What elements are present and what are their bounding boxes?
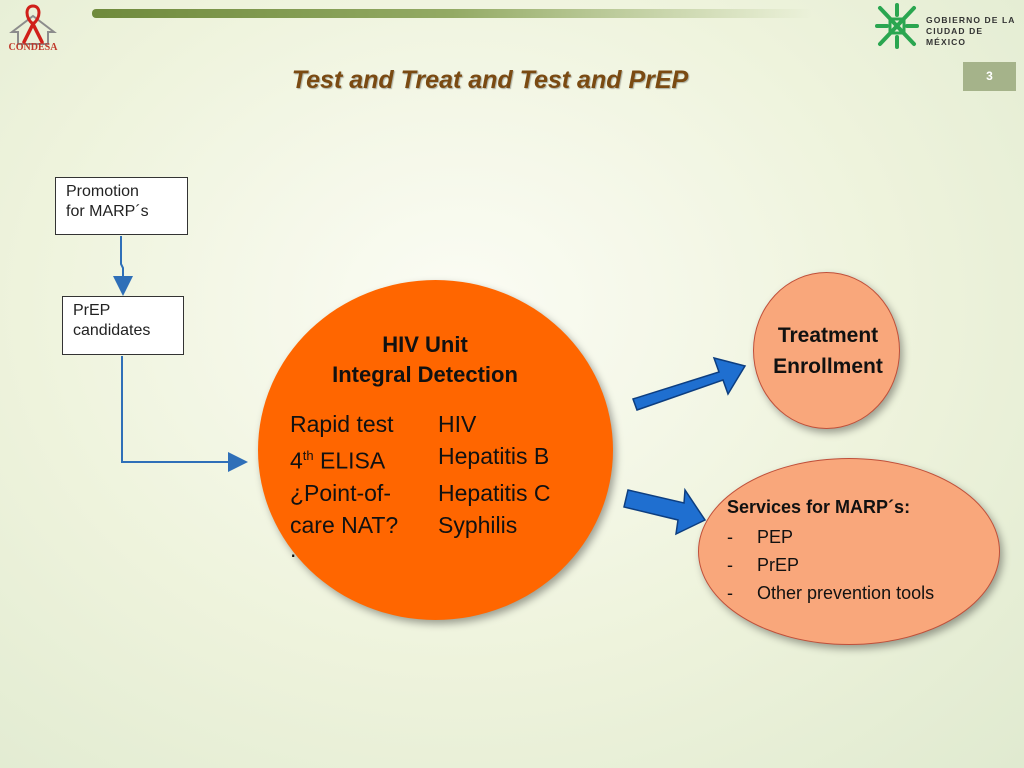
gobierno-cdmx-text: GOBIERNO DE LA CIUDAD DE MÉXICO — [926, 15, 1016, 47]
test-row: care NAT? Syphilis — [290, 509, 610, 541]
hiv-unit-circle — [258, 280, 613, 620]
hiv-unit-title: HIV Unit Integral Detection — [332, 332, 518, 387]
test-row: Rapid test HIV — [290, 408, 610, 440]
test-target: Syphilis — [438, 511, 518, 538]
prep-candidates-box: PrEP candidates — [62, 296, 184, 355]
promotion-box: Promotion for MARP´s — [55, 177, 188, 235]
test-method: Rapid test — [290, 411, 394, 437]
top-decorative-bar — [92, 9, 812, 18]
slide-title: Test and Treat and Test and PrEP — [291, 66, 689, 94]
block-arrow-to-treatment — [632, 356, 747, 411]
services-list: -PEP -PrEP -Other prevention tools — [727, 523, 997, 607]
test-target: Hepatitis C — [438, 479, 551, 506]
test-target: HIV — [438, 411, 477, 437]
condesa-logo-text: CONDESA — [8, 42, 58, 53]
connector-prep-to-unit — [121, 356, 248, 472]
list-item: -PrEP — [727, 555, 800, 575]
hiv-unit-tests: Rapid test HIV 4th ELISA Hepatitis B ¿Po… — [290, 408, 610, 541]
treatment-circle — [753, 272, 900, 429]
treatment-enrollment-label: Treatment Enrollment — [773, 324, 883, 378]
list-item: -PEP — [727, 527, 794, 547]
test-row: 4th ELISA Hepatitis B — [290, 440, 610, 477]
services-circle — [698, 458, 1000, 645]
services-title: Services for MARP´s: — [727, 497, 911, 517]
test-method: 4th ELISA — [290, 447, 386, 474]
hiv-unit-trailing-dot: . — [290, 536, 297, 562]
block-arrow-to-services — [623, 487, 707, 536]
gobierno-cdmx-logo — [875, 3, 919, 49]
test-method: care NAT? — [290, 511, 399, 538]
condesa-logo — [9, 4, 57, 45]
list-item: -Other prevention tools — [727, 583, 935, 603]
page-number: 3 — [963, 62, 1016, 91]
test-target: Hepatitis B — [438, 443, 550, 469]
test-method: ¿Point-of- — [290, 479, 391, 506]
test-row: ¿Point-of- Hepatitis C — [290, 477, 610, 509]
connector-promo-to-prep — [113, 236, 133, 296]
